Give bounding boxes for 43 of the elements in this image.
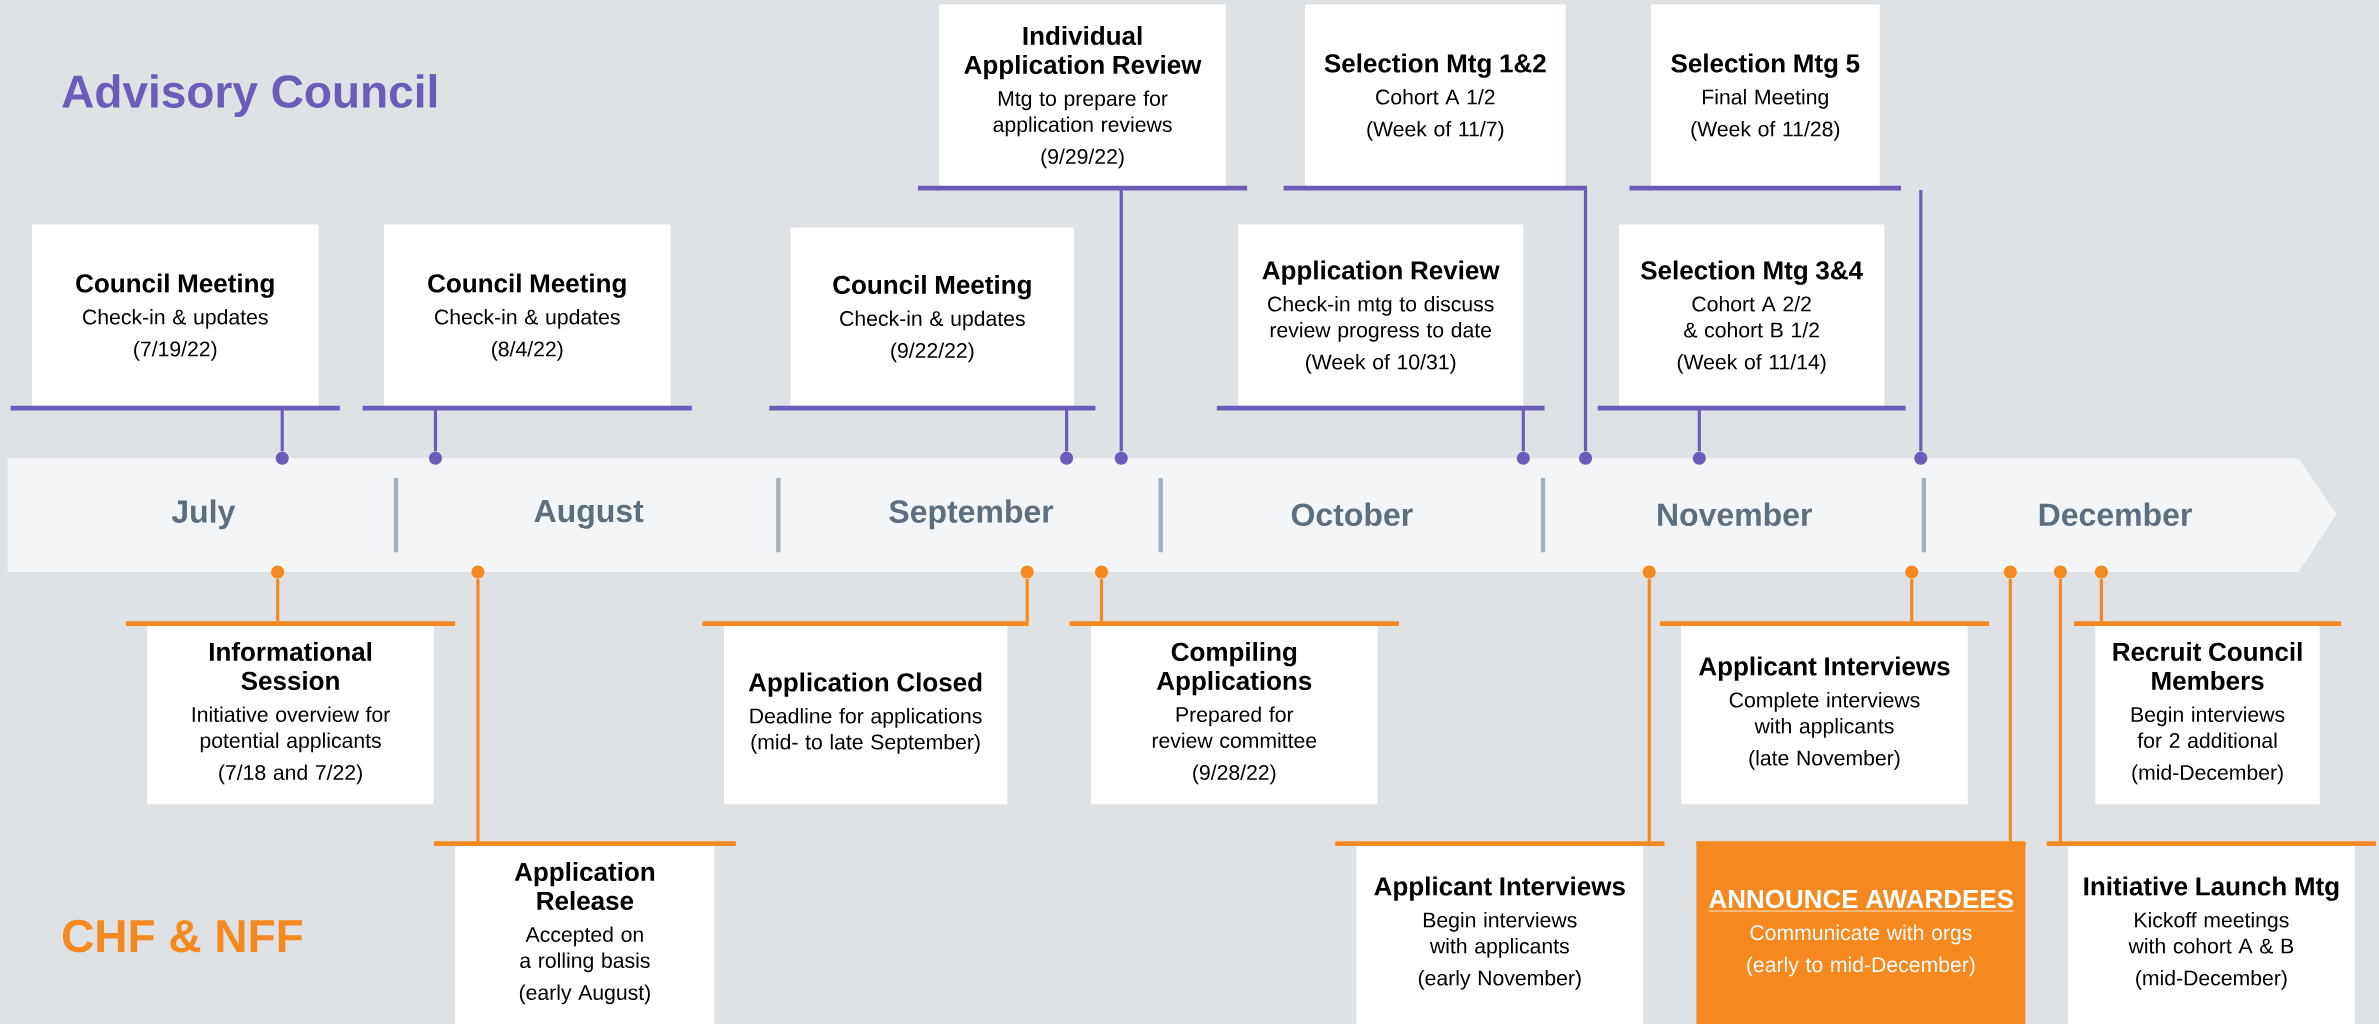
connector-line — [1919, 190, 1923, 452]
connector-line — [1910, 578, 1914, 622]
connector-line — [476, 578, 480, 842]
event-card: Recruit Council Members Begin interviews for 2 additional (mid-December) — [2074, 621, 2342, 805]
event-card: ANNOUNCE AWARDEES Communicate with orgs (early to mid-December) — [1696, 841, 2026, 1024]
connector-line — [276, 578, 280, 622]
event-card: Individual Application Review Mtg to prepare for application reviews (9/29/22) — [917, 4, 1248, 191]
connector-line — [1697, 410, 1701, 452]
month-label: September — [889, 499, 1054, 530]
event-card: Council Meeting Check-in & updates (9/22/22) — [769, 227, 1096, 411]
event-card: Applicant Interviews Begin interviews with applicants (early November) — [1335, 841, 1665, 1024]
event-card: Applicant Interviews Complete interviews with applicants (late November) — [1659, 621, 1990, 805]
month-label: August — [534, 499, 644, 529]
connector-line — [2099, 578, 2103, 622]
connector-line — [433, 410, 438, 452]
event-card: Informational Session Initiative overview for potential applicants (7/18 and 7/22) — [125, 621, 456, 805]
connector-line — [1521, 410, 1525, 452]
event-card: Selection Mtg 5 Final Meeting (Week of 11/28) — [1629, 4, 1902, 191]
timeline-band — [7, 458, 2337, 572]
month-label: November — [1658, 502, 1812, 527]
connector-line — [2058, 578, 2062, 842]
event-card: Application Release Accepted on a rolling basis (early August) — [433, 841, 736, 1024]
event-card: Council Meeting Check-in & updates (8/4/22) — [362, 224, 692, 411]
connector-line — [1065, 410, 1069, 452]
event-card: Application Review Check-in mtg to discuss review progress to date (Week of 10/31) — [1216, 224, 1545, 411]
connector-line — [2008, 578, 2012, 842]
event-card: Council Meeting Check-in & updates (7/19/22) — [10, 224, 340, 411]
month-label: October — [1291, 502, 1413, 527]
event-card: Compiling Applications Prepared for review committee (9/28/22) — [1069, 621, 1399, 805]
event-card: Initiative Launch Mtg Kickoff meetings with cohort A & B (mid-December) — [2046, 841, 2376, 1024]
connector-line — [1583, 190, 1588, 452]
section-heading: CHF & NFF — [63, 919, 303, 953]
connector-line — [1647, 578, 1651, 842]
event-card: Selection Mtg 1&2 Cohort A 1/2 (Week of 11/7) — [1283, 4, 1588, 191]
connector-line — [1025, 578, 1029, 622]
month-label: December — [2039, 502, 2192, 527]
connector-line — [1119, 190, 1123, 452]
connector-line — [280, 410, 284, 452]
event-card: Application Closed Deadline for applications (mid- to late September) — [702, 621, 1029, 805]
month-label: July — [171, 499, 236, 530]
connector-line — [1099, 578, 1104, 622]
event-card: Selection Mtg 3&4 Cohort A 2/2 & cohort B 1/2 (Week of 11/14) — [1597, 224, 1906, 411]
section-heading: Advisory Council — [62, 74, 437, 117]
